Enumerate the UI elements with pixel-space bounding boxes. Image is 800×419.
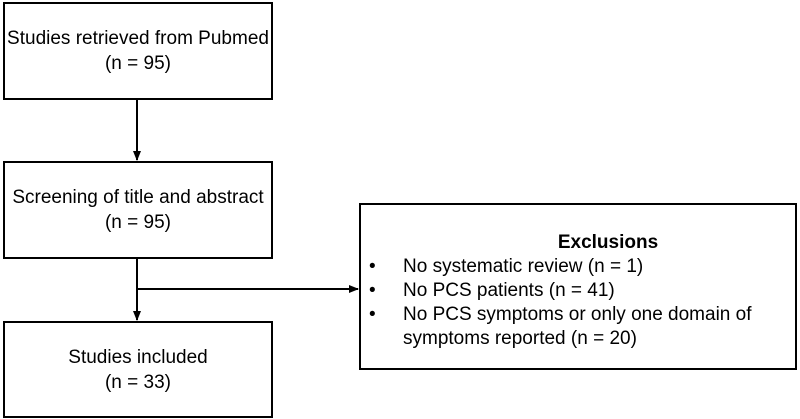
studies-retrieved-count: (n = 95): [104, 53, 171, 74]
exclusion-item: • No PCS patients (n = 41): [369, 279, 795, 303]
exclusion-item: • No systematic review (n = 1): [369, 255, 795, 279]
exclusion-item-text: No systematic review (n = 1): [403, 256, 644, 277]
exclusion-item-text: No PCS patients (n = 41): [403, 280, 615, 301]
exclusions-title: Exclusions: [557, 232, 659, 253]
exclusions-list: • No systematic review (n = 1) • No PCS …: [361, 255, 795, 351]
screening-label: Screening of title and abstract: [12, 187, 264, 208]
screening-count: (n = 95): [104, 212, 171, 233]
studies-retrieved-box: Studies retrieved from Pubmed (n = 95): [3, 2, 273, 100]
studies-included-count: (n = 33): [104, 371, 171, 393]
bullet-icon: •: [369, 280, 376, 301]
exclusion-item-text: No PCS symptoms or only one domain of sy…: [403, 304, 752, 349]
studies-retrieved-label: Studies retrieved from Pubmed: [7, 28, 269, 49]
studies-included-box: Studies included (n = 33): [3, 321, 273, 418]
studies-included-label: Studies included: [68, 346, 208, 368]
bullet-icon: •: [369, 256, 376, 277]
bullet-icon: •: [369, 304, 376, 325]
exclusions-box: Exclusions • No systematic review (n = 1…: [359, 203, 797, 370]
exclusion-item: • No PCS symptoms or only one domain of …: [369, 303, 795, 351]
screening-box: Screening of title and abstract (n = 95): [3, 161, 273, 259]
